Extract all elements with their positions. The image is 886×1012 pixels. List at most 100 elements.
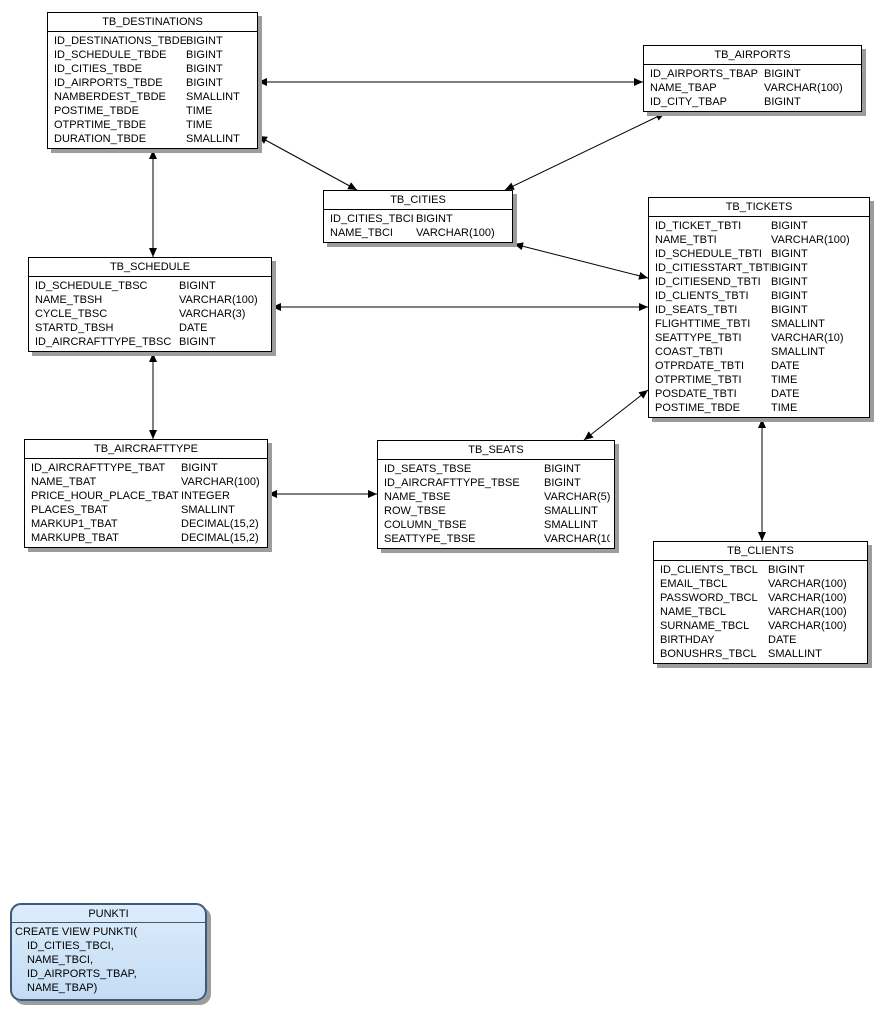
field-name: NAME_TBSE — [384, 491, 451, 503]
field-type: BIGINT — [771, 290, 808, 302]
field-type: VARCHAR(100) — [181, 476, 260, 488]
field-name: ID_TICKET_TBTI — [655, 220, 742, 232]
field-name: ID_AIRPORTS_TBDE — [54, 77, 163, 89]
field-name: OTPRTIME_TBDE — [54, 119, 147, 131]
relationship-destinations-cities[interactable] — [257, 135, 358, 191]
field-type: BIGINT — [771, 248, 808, 260]
field-type: BIGINT — [771, 262, 808, 274]
field-type: SMALLINT — [771, 318, 825, 330]
field-name: ID_SCHEDULE_TBSC — [35, 280, 148, 292]
field-name: EMAIL_TBCL — [660, 578, 728, 590]
field-name: COAST_TBTI — [655, 346, 723, 358]
field-type: TIME — [771, 402, 798, 414]
view-sql-line: NAME_TBAP) — [27, 982, 98, 994]
field-type: BIGINT — [181, 462, 218, 474]
field-name: ID_SEATS_TBSE — [384, 463, 472, 475]
field-type: BIGINT — [768, 564, 805, 576]
entity-title: TB_SCHEDULE — [29, 258, 271, 277]
field-type: VARCHAR(10) — [771, 332, 844, 344]
field-name: ID_SCHEDULE_TBTI — [655, 248, 762, 260]
field-name: ID_SEATS_TBTI — [655, 304, 738, 316]
field-type: VARCHAR(100) — [764, 82, 843, 94]
field-name: PASSWORD_TBCL — [660, 592, 758, 604]
view-sql-line: CREATE VIEW PUNKTI( — [15, 926, 138, 938]
field-type: SMALLINT — [186, 133, 240, 145]
field-type: VARCHAR(100) — [768, 606, 847, 618]
field-name: ID_AIRPORTS_TBAP — [650, 68, 758, 80]
entity-title: TB_TICKETS — [649, 198, 869, 217]
field-row: OTPRTIME_TBTI TIME — [655, 373, 865, 387]
field-name: OTPRDATE_TBTI — [655, 360, 745, 372]
field-name: POSTIME_TBDE — [655, 402, 740, 414]
relationship-cities-tickets[interactable] — [513, 242, 649, 280]
field-type: VARCHAR(100) — [768, 578, 847, 590]
entity-title: TB_CLIENTS — [654, 542, 867, 561]
field-type: BIGINT — [771, 220, 808, 232]
field-type: VARCHAR(10) — [544, 533, 610, 545]
field-name: ID_CITIESEND_TBTI — [655, 276, 761, 288]
field-name: OTPRTIME_TBTI — [655, 374, 742, 386]
field-name: ID_CITY_TBAP — [650, 96, 728, 108]
field-row: ID_SEATS_TBTI BIGINT — [655, 303, 865, 317]
field-name: MARKUPB_TBAT — [31, 532, 119, 544]
field-name: COLUMN_TBSE — [384, 519, 467, 531]
field-row: ID_AIRPORTS_TBAP BIGINT — [650, 67, 857, 81]
view-sql-line: ID_AIRPORTS_TBAP, — [27, 968, 137, 980]
field-name: PRICE_HOUR_PLACE_TBAT — [31, 490, 179, 502]
field-type: BIGINT — [771, 304, 808, 316]
field-name: ID_CITIESSTART_TBTI — [655, 262, 771, 274]
field-name: BIRTHDAY — [660, 634, 715, 646]
field-type: SMALLINT — [544, 519, 598, 531]
field-name: STARTD_TBSH — [35, 322, 114, 334]
field-name: FLIGHTTIME_TBTI — [655, 318, 751, 330]
field-row: EMAIL_TBCL VARCHAR(100) — [660, 577, 863, 591]
field-name: NAME_TBCL — [660, 606, 727, 618]
entity-title: TB_CITIES — [324, 191, 512, 210]
entity-tb-tickets[interactable]: TB_TICKETS ID_TICKET_TBTI BIGINT NAME_TBTI… — [648, 197, 870, 418]
field-type: VARCHAR(100) — [768, 592, 847, 604]
field-type: TIME — [771, 374, 798, 386]
field-name: ID_AIRCRAFTTYPE_TBSE — [384, 477, 520, 489]
relationship-tickets-seats[interactable] — [583, 389, 649, 441]
field-name: NAME_TBTI — [655, 234, 717, 246]
field-row: PASSWORD_TBCL VARCHAR(100) — [660, 591, 863, 605]
field-type: VARCHAR(100) — [179, 294, 258, 306]
field-row: COAST_TBTI SMALLINT — [655, 345, 865, 359]
field-type: BIGINT — [764, 68, 801, 80]
field-name: NAME_TBAT — [31, 476, 97, 488]
view-punkti[interactable]: PUNKTI CREATE VIEW PUNKTI(ID_CITIES_TBCI… — [10, 903, 207, 1001]
field-type: SMALLINT — [181, 504, 235, 516]
field-row: ID_TICKET_TBTI BIGINT — [655, 219, 865, 233]
field-type: BIGINT — [771, 276, 808, 288]
field-type: SMALLINT — [771, 346, 825, 358]
field-type: TIME — [186, 119, 213, 131]
field-type: SMALLINT — [768, 648, 822, 660]
relationship-airports-cities[interactable] — [504, 112, 666, 191]
